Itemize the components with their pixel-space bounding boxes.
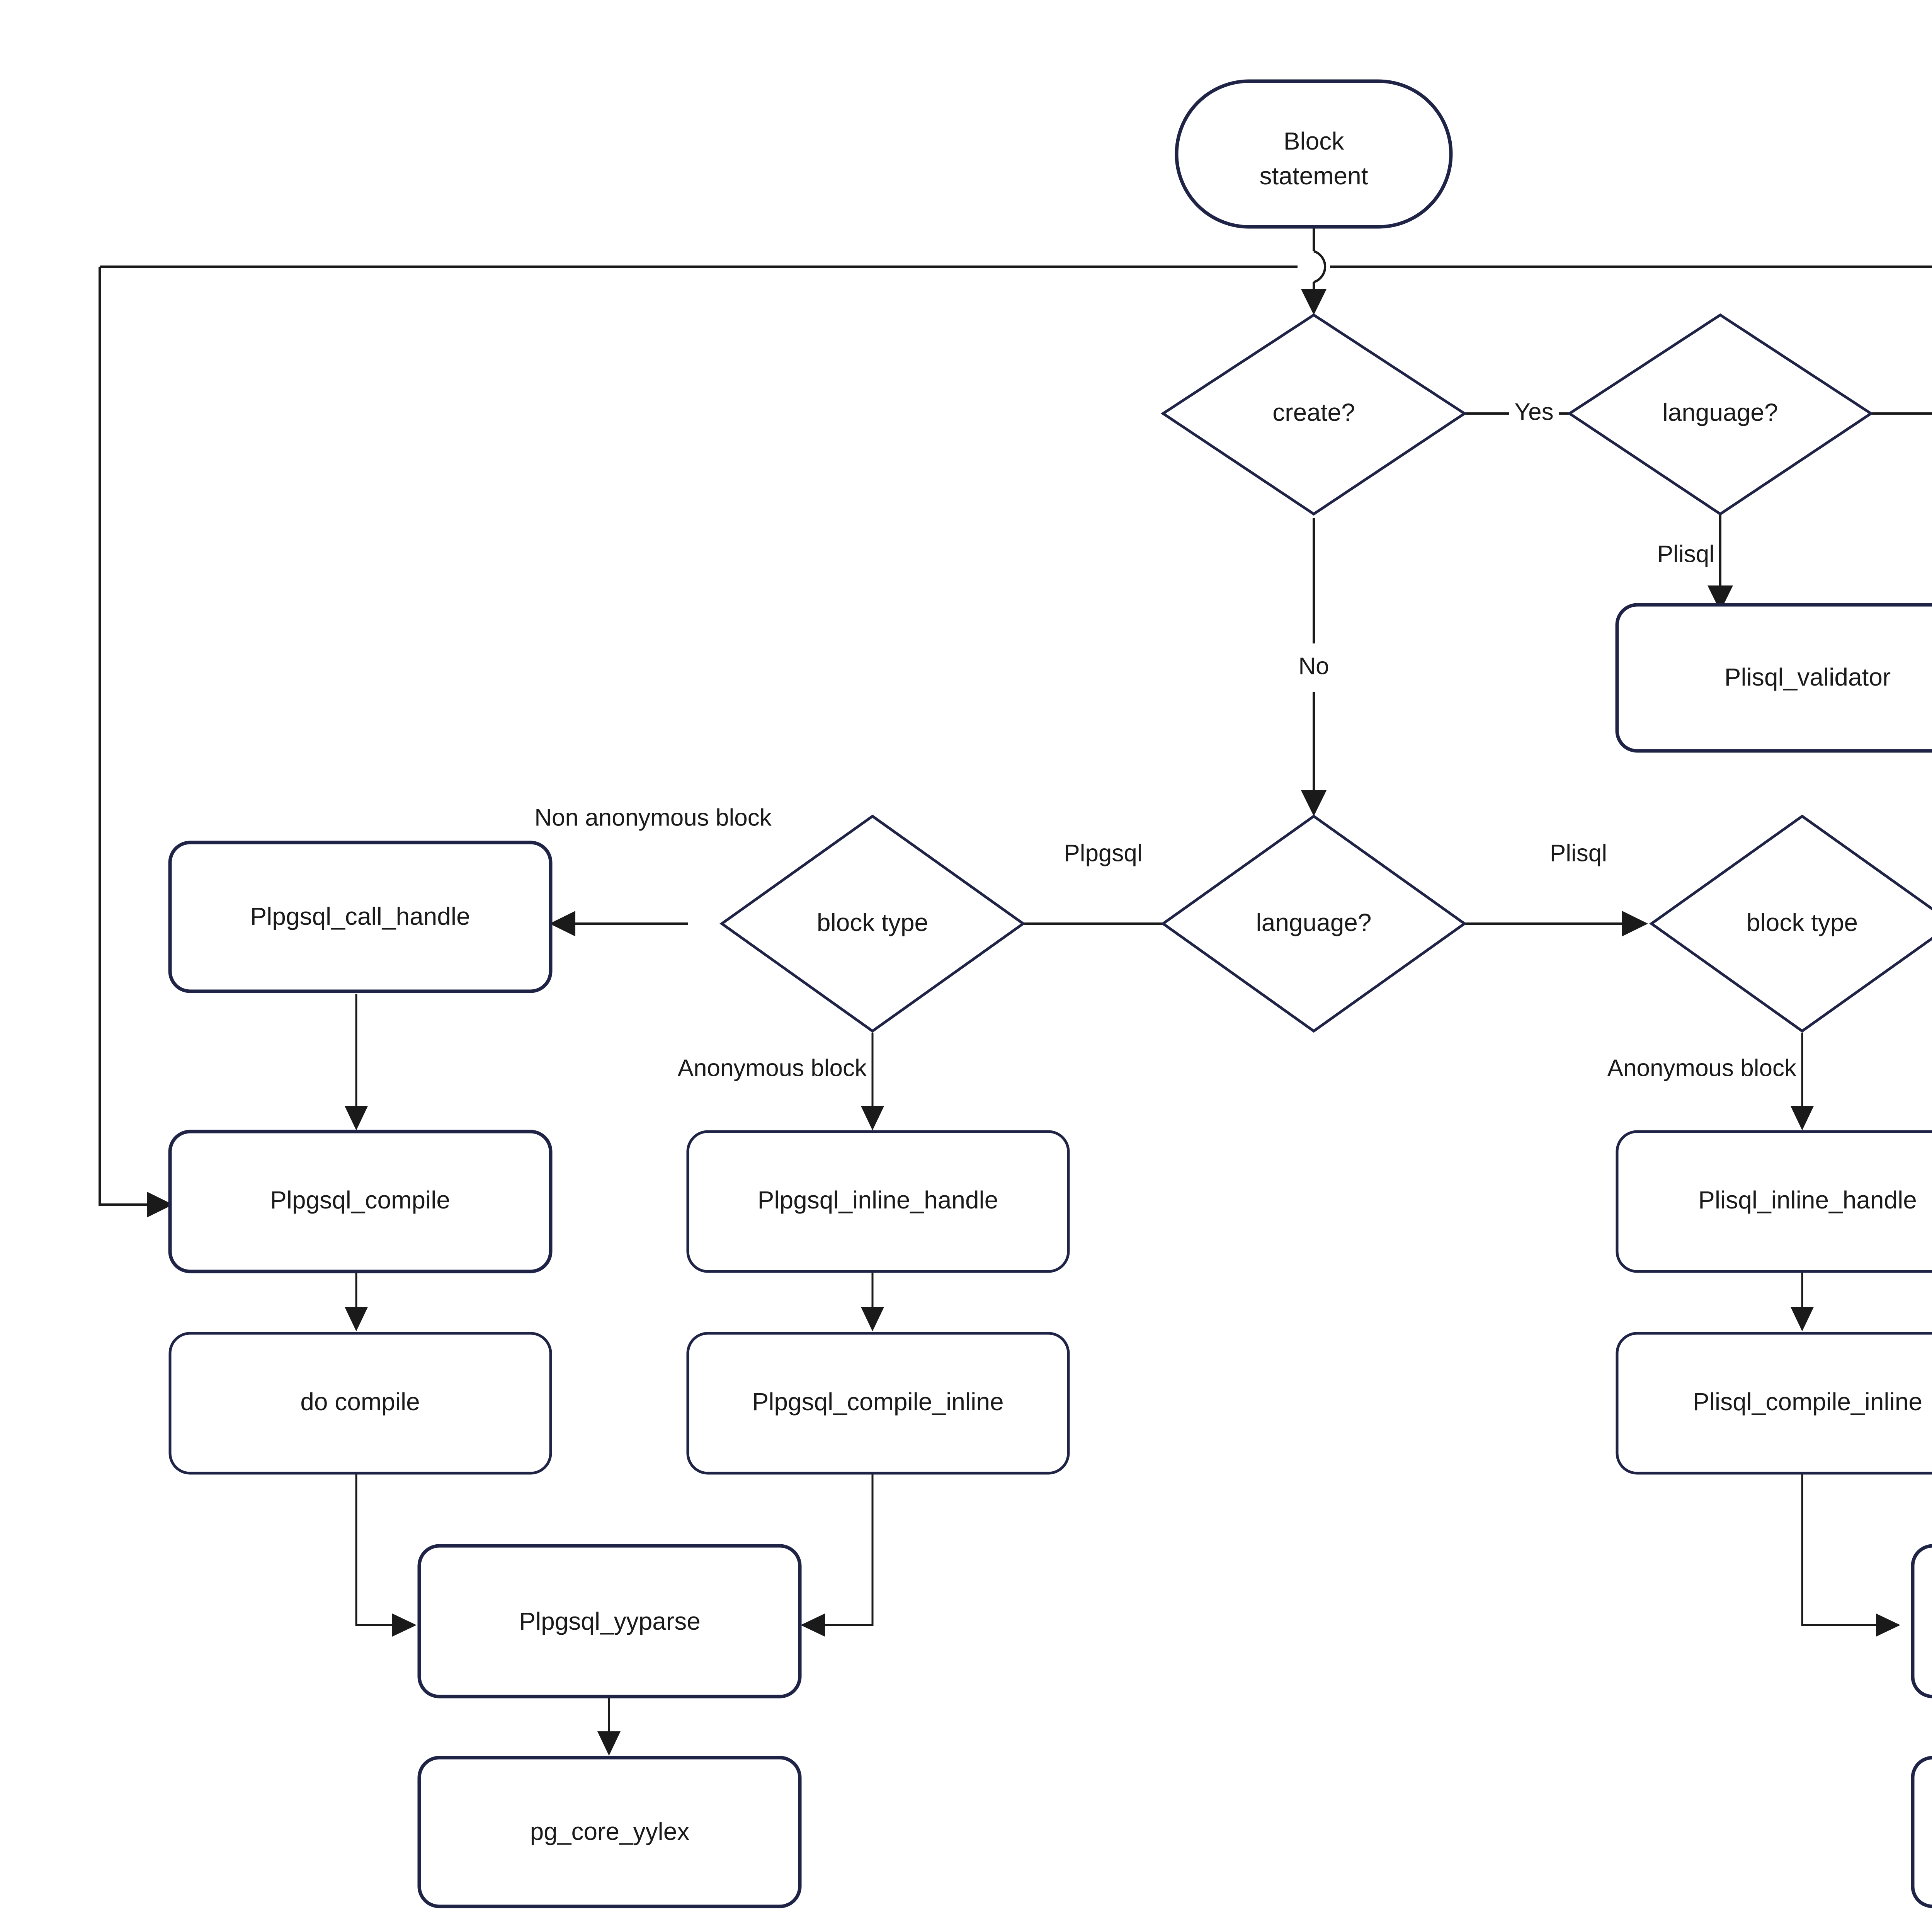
arrowhead-blocktype-left-nonanon (549, 911, 575, 936)
plisql-inline-handle-label: Plisql_inline_handle (1698, 1186, 1917, 1214)
plpgsql-yyparse-shape (417, 1544, 802, 1698)
arrowhead-plpgsql-callhandle-to-compile (345, 1106, 368, 1130)
node-plpgsql-compile-inline[interactable]: Plpgsql_compile_inline (686, 1332, 1070, 1475)
plpgsql-yyparse-label: Plpgsql_yyparse (519, 1607, 701, 1635)
node-start[interactable]: Block statement (1175, 79, 1453, 229)
language-question-top-shape (1567, 313, 1874, 516)
node-plisql-compile-inline[interactable]: Plisql_compile_inline (1616, 1332, 1932, 1475)
pg-core-yylex-shape (417, 1756, 802, 1908)
create-question-shape (1160, 313, 1467, 516)
language-question-mid-shape (1160, 814, 1467, 1033)
edge-label-no: No (1298, 653, 1329, 679)
arrowhead-docompile-left-to-yyparse (392, 1613, 417, 1637)
start-shape (1175, 79, 1453, 229)
plisql-compile-inline-label: Plisql_compile_inline (1693, 1388, 1922, 1416)
arrowhead-feedback-to-plpgsql-compile (147, 1192, 173, 1217)
pg-core-yylex-label: pg_core_yylex (530, 1818, 690, 1845)
plisql-inline-handle-shape (1616, 1130, 1932, 1273)
block-type-right-shape (1649, 814, 1932, 1033)
edge-compileinline-left-to-yyparse (811, 1472, 874, 1626)
edge-label-plisql-top: Plisql (1657, 541, 1714, 567)
node-ora-core-yylex[interactable]: ora_core_yylex (1911, 1756, 1932, 1908)
arrowhead-create-no (1301, 790, 1327, 816)
edge-label-plisql-mid: Plisql (1550, 840, 1607, 866)
plpgsql-call-handle-label: Plpgsql_call_handle (250, 902, 470, 930)
language-question-top-label: language? (1663, 398, 1778, 426)
block-type-left-shape (719, 814, 1026, 1033)
feedback-rail-left-vertical (99, 267, 162, 1206)
node-plisql-validator[interactable]: Plisql_validator (1615, 603, 1932, 753)
do-compile-left-label: do compile (300, 1388, 420, 1416)
arrowhead-start-to-create (1301, 289, 1327, 315)
arrowhead-blocktype-right-anon (1791, 1106, 1814, 1130)
node-pg-core-yylex[interactable]: pg_core_yylex (417, 1756, 802, 1908)
plisql-compile-inline-shape (1616, 1332, 1932, 1475)
edge-label-non-anonymous-left: Non anonymous block (534, 804, 772, 831)
node-plpgsql-yyparse[interactable]: Plpgsql_yyparse (417, 1544, 802, 1698)
node-plpgsql-call-handle[interactable]: Plpgsql_call_handle (168, 841, 553, 993)
node-plpgsql-compile[interactable]: Plpgsql_compile (168, 1130, 553, 1273)
plisql-validator-label: Plisql_validator (1725, 663, 1891, 691)
node-plisql-inline-handle[interactable]: Plisql_inline_handle (1616, 1130, 1932, 1273)
plpgsql-compile-shape (168, 1130, 553, 1273)
node-language-question-mid[interactable]: language? (1160, 814, 1467, 1033)
node-language-question-top[interactable]: language? (1567, 313, 1874, 516)
plpgsql-inline-handle-shape (686, 1130, 1070, 1273)
arrowhead-compileinline-left-to-yyparse (801, 1613, 825, 1637)
edge-docompile-left-to-yyparse (355, 1472, 406, 1626)
start-label-line1: Block (1284, 127, 1345, 155)
arrowhead-compileinline-right-to-yyparse (1876, 1613, 1900, 1637)
plpgsql-call-handle-shape (168, 841, 553, 993)
edge-label-yes: Yes (1514, 398, 1553, 425)
do-compile-left-shape (168, 1332, 552, 1475)
plisql-yyparse-shape (1911, 1544, 1932, 1698)
node-block-type-left[interactable]: block type (719, 814, 1026, 1033)
edge-label-anonymous-right: Anonymous block (1607, 1055, 1797, 1081)
block-type-right-label: block type (1747, 909, 1858, 936)
language-question-mid-label: language? (1256, 909, 1372, 936)
start-label-line2: statement (1259, 162, 1368, 190)
arrowhead-lang-top-plisql (1708, 585, 1733, 611)
plisql-validator-shape (1615, 603, 1932, 753)
edge-compileinline-right-to-yyparse (1801, 1472, 1889, 1626)
node-plisql-yyparse[interactable]: Plisql_yyparse (1911, 1544, 1932, 1698)
node-do-compile-left[interactable]: do compile (168, 1332, 552, 1475)
arrowhead-blocktype-left-anon (861, 1106, 884, 1130)
edge-labels-layer: Yes No Plpgsql Plisql Plpgsql Plisql Non… (534, 398, 1797, 1081)
edge-label-anonymous-left: Anonymous block (678, 1055, 867, 1081)
create-question-label: create? (1272, 398, 1355, 426)
arrowhead-plpgsql-compile-to-docompile (345, 1307, 368, 1331)
arrowhead-plpgsql-yyparse-to-pglex (597, 1731, 621, 1756)
plpgsql-compile-label: Plpgsql_compile (270, 1186, 450, 1214)
plpgsql-compile-inline-shape (686, 1332, 1070, 1475)
edge-label-plpgsql-mid: Plpgsql (1064, 840, 1142, 866)
node-block-type-right[interactable]: block type (1649, 814, 1932, 1033)
ora-core-yylex-shape (1911, 1756, 1932, 1908)
arrowhead-lang-mid-plisql (1622, 911, 1648, 936)
arrowhead-plisql-inline-to-compileinline (1791, 1307, 1814, 1331)
plpgsql-inline-handle-label: Plpgsql_inline_handle (758, 1186, 998, 1214)
arrowhead-plpgsql-inline-to-compileinline (861, 1307, 884, 1331)
node-create-question[interactable]: create? (1160, 313, 1467, 516)
node-plpgsql-inline-handle[interactable]: Plpgsql_inline_handle (686, 1130, 1070, 1273)
block-type-left-label: block type (817, 909, 928, 936)
plpgsql-compile-inline-label: Plpgsql_compile_inline (752, 1388, 1003, 1416)
